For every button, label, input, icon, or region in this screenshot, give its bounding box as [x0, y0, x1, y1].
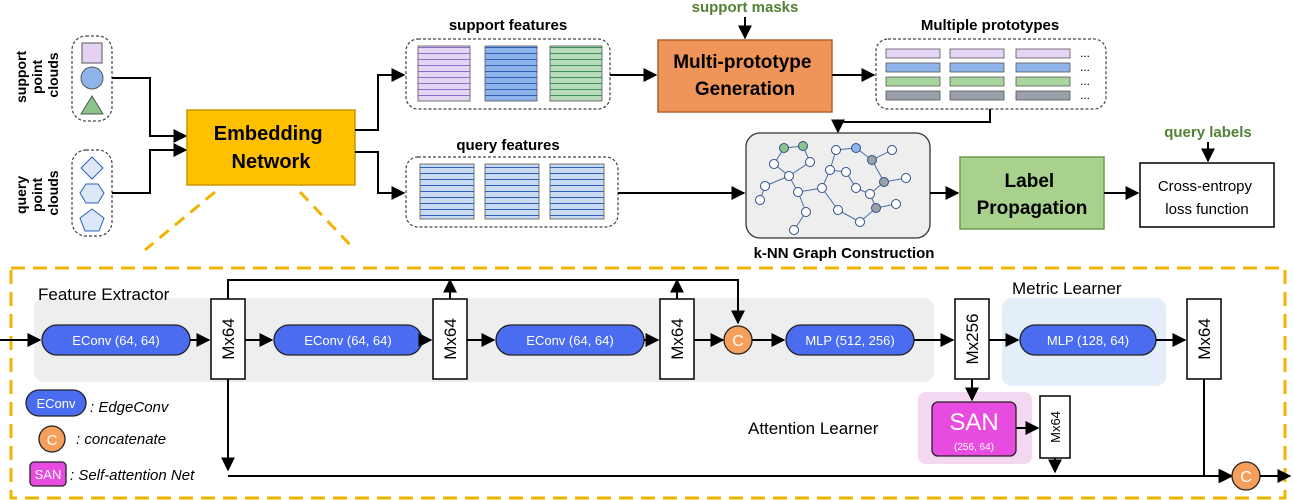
hexagon-shape-icon — [79, 183, 105, 204]
svg-text:EConv: EConv — [36, 396, 76, 411]
support-point-clouds — [71, 35, 113, 122]
san-block: SAN (256, 64) — [931, 401, 1017, 457]
svg-text:: Self-attention Net: : Self-attention Net — [70, 467, 195, 484]
mlp-block-1: MLP (512, 256) — [785, 324, 915, 356]
diamond-shape-icon — [80, 156, 104, 180]
knn-graph-label: k-NN Graph Construction — [754, 245, 935, 262]
query-feature-1 — [419, 163, 475, 220]
econv-block-1: EConv (64, 64) — [41, 324, 191, 356]
mx64-box-1: Mx64 — [210, 298, 246, 380]
svg-text:Mx64: Mx64 — [1195, 318, 1214, 360]
svg-text:: EdgeConv: : EdgeConv — [90, 399, 170, 416]
concat-node-final: C — [1231, 461, 1261, 491]
svg-text:SAN: SAN — [949, 409, 998, 436]
cross-entropy-label: Cross-entropy loss function — [1158, 178, 1256, 218]
triangle-shape-icon — [80, 95, 104, 115]
mx64-box-small: Mx64 — [1039, 395, 1071, 459]
pentagon-shape-icon — [79, 208, 105, 232]
query-features-container — [405, 156, 619, 228]
mlp-block-2: MLP (128, 64) — [1019, 324, 1157, 356]
support-side-label: support point clouds — [13, 47, 61, 103]
concat-node-1: C — [723, 325, 753, 355]
label-propagation-label: Label Propagation — [977, 171, 1088, 219]
square-shape-icon — [81, 42, 103, 64]
support-feature-green — [549, 45, 603, 102]
mx64-box-final: Mx64 — [1186, 298, 1222, 380]
query-side-label: query point clouds — [13, 170, 61, 215]
circle-shape-icon — [80, 66, 104, 90]
svg-text:EConv (64, 64): EConv (64, 64) — [304, 333, 391, 348]
query-features-label: query features — [456, 137, 559, 154]
mx64-box-2: Mx64 — [432, 298, 468, 380]
embedding-network-label: Embedding Network — [214, 123, 328, 173]
svg-text:Mx256: Mx256 — [963, 313, 982, 364]
svg-text:Mx64: Mx64 — [668, 318, 687, 360]
support-features-label: support features — [449, 17, 567, 34]
svg-text:: concatenate: : concatenate — [76, 431, 166, 448]
embedding-detail-frame — [9, 266, 1287, 500]
legend-concat: C : concatenate — [38, 425, 166, 453]
svg-text:EConv (64, 64): EConv (64, 64) — [72, 333, 159, 348]
legend-econv: EConv : EdgeConv — [25, 389, 170, 417]
label-propagation-box: Label Propagation — [959, 156, 1105, 230]
query-feature-3 — [549, 163, 605, 220]
multi-prototype-label: Multi-prototype Generation — [673, 52, 817, 100]
svg-text:SAN: SAN — [35, 467, 62, 482]
svg-text:MLP (512, 256): MLP (512, 256) — [805, 333, 894, 348]
svg-text:C: C — [47, 432, 58, 449]
prototype-ellipsis-4: ... — [1080, 88, 1090, 102]
attention-learner-label: Attention Learner — [748, 419, 879, 438]
multiple-prototypes-container: ... ... ... ... — [875, 38, 1107, 110]
svg-text:(256, 64): (256, 64) — [954, 442, 994, 453]
svg-text:Mx64: Mx64 — [219, 318, 238, 360]
econv-block-2: EConv (64, 64) — [273, 324, 423, 356]
query-feature-2 — [484, 163, 540, 220]
svg-text:C: C — [732, 333, 744, 350]
embedding-network-box: Embedding Network — [186, 109, 356, 186]
svg-text:Mx64: Mx64 — [1048, 411, 1063, 443]
mx256-box: Mx256 — [954, 298, 990, 380]
svg-text:C: C — [1240, 469, 1252, 486]
support-masks-label: support masks — [692, 0, 799, 16]
query-labels-label: query labels — [1164, 124, 1252, 141]
metric-learner-label: Metric Learner — [1012, 279, 1122, 298]
legend-san: SAN : Self-attention Net — [29, 461, 195, 487]
econv-block-3: EConv (64, 64) — [495, 324, 645, 356]
prototype-ellipsis-2: ... — [1080, 60, 1090, 74]
mx64-box-3: Mx64 — [659, 298, 695, 380]
cross-entropy-loss-box: Cross-entropy loss function — [1139, 162, 1275, 228]
svg-text:Mx64: Mx64 — [441, 318, 460, 360]
query-point-clouds — [71, 149, 113, 237]
svg-text:EConv (64, 64): EConv (64, 64) — [526, 333, 613, 348]
support-features-container — [405, 38, 611, 110]
prototype-ellipsis-3: ... — [1080, 74, 1090, 88]
svg-text:MLP (128, 64): MLP (128, 64) — [1047, 333, 1129, 348]
multiple-prototypes-label: Multiple prototypes — [921, 17, 1059, 34]
support-feature-blue — [484, 45, 538, 102]
support-feature-purple — [417, 45, 471, 102]
feature-extractor-label: Feature Extractor — [38, 285, 170, 304]
multi-prototype-generation-box: Multi-prototype Generation — [657, 39, 833, 113]
knn-graph-box — [745, 132, 931, 239]
prototype-ellipsis-1: ... — [1080, 46, 1090, 60]
